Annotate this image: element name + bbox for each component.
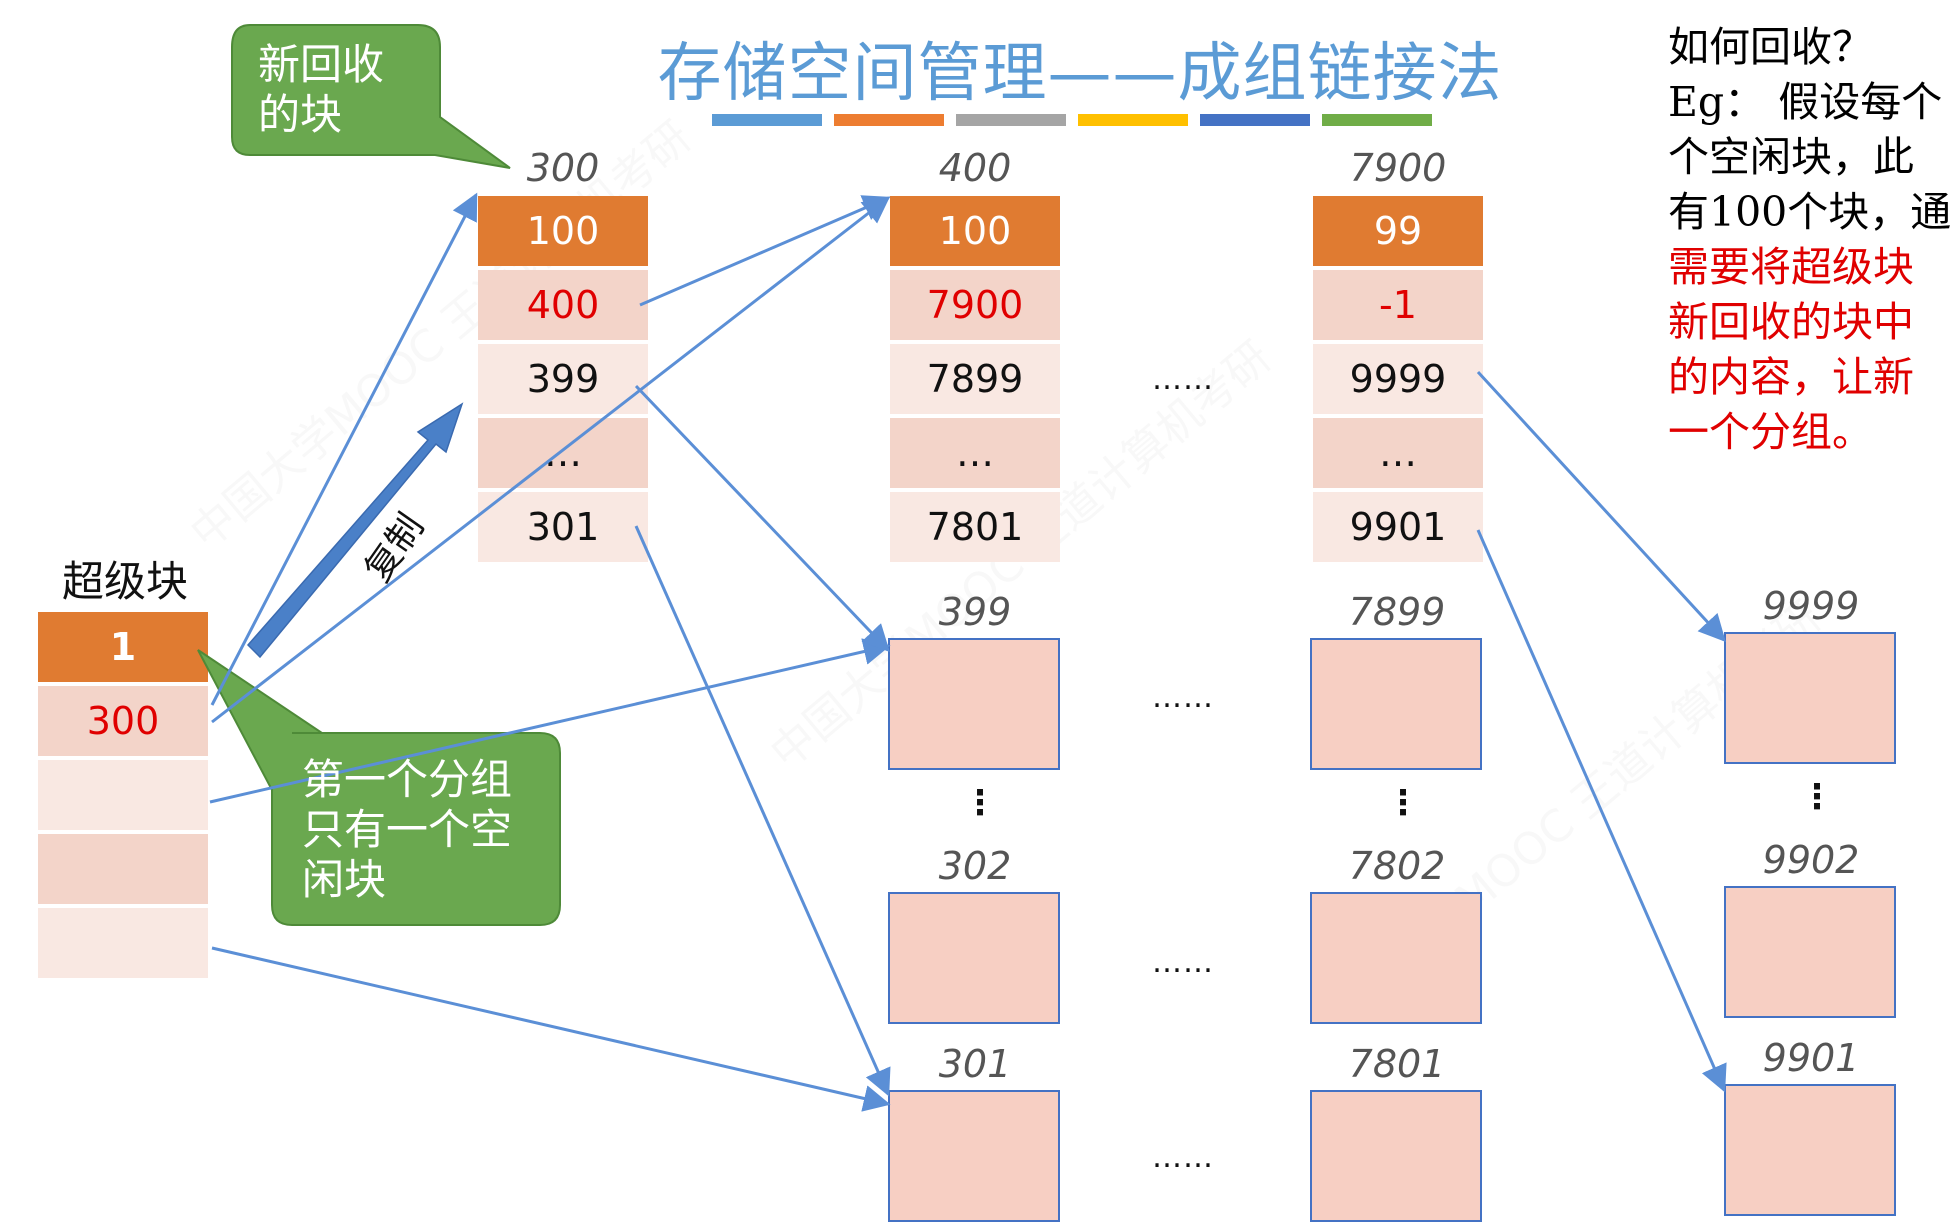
superblock-label: 超级块 <box>62 557 189 606</box>
group-cell: 100 <box>890 196 1060 266</box>
pointer-arrow <box>634 525 891 1097</box>
title-bar-1 <box>712 114 822 126</box>
title-bar-6 <box>1322 114 1432 126</box>
group-cell: 7801 <box>890 492 1060 562</box>
page-title: 存储空间管理——成组链接法 <box>657 37 1503 111</box>
group-cell: 7899 <box>890 344 1060 414</box>
pointer-arrow <box>211 946 891 1112</box>
callout-new-block-shape <box>231 24 511 169</box>
free-block <box>1724 632 1896 764</box>
group-block-number: 7900 <box>1349 146 1447 190</box>
free-block-number: 399 <box>938 590 1012 634</box>
ellipsis: …… <box>1152 680 1214 715</box>
free-block <box>1310 638 1482 770</box>
group-cell: 99 <box>1313 196 1483 266</box>
free-block <box>1724 886 1896 1018</box>
free-block <box>1310 892 1482 1024</box>
group-block-number: 400 <box>938 146 1012 190</box>
side-explanation: 如何回收？ Eg： 假设每个 个空闲块，此 有100个块，通 需要将超级块 新回… <box>1668 23 1951 456</box>
superblock-cell: 300 <box>38 686 208 756</box>
free-block <box>1724 1084 1896 1216</box>
group-cell: 301 <box>478 492 648 562</box>
group-cell: 9999 <box>1313 344 1483 414</box>
pointer-arrow <box>211 196 891 724</box>
free-block-number: 7899 <box>1348 590 1446 634</box>
pointer-arrow <box>210 192 478 706</box>
callout-first-group-shape <box>197 649 561 926</box>
pointer-arrow <box>209 638 891 804</box>
group-block-number: 300 <box>526 146 600 190</box>
ellipsis: …… <box>1152 945 1214 980</box>
title-bar-2 <box>834 114 944 126</box>
callout-first-group: 第一个分组 只有一个空 闲块 <box>302 755 513 904</box>
copy-arrow <box>246 402 464 659</box>
pointer-arrow <box>1476 370 1726 642</box>
superblock-cell: 1 <box>38 612 208 682</box>
pointer-arrow <box>639 195 891 307</box>
free-block-number: 301 <box>938 1042 1012 1086</box>
free-block-number: 7801 <box>1348 1042 1446 1086</box>
group-cell: … <box>478 418 648 488</box>
free-block <box>888 892 1060 1024</box>
pointer-arrow <box>634 384 890 652</box>
group-cell: 100 <box>478 196 648 266</box>
callout-new-block: 新回收 的块 <box>258 40 385 139</box>
ellipsis: …… <box>1152 362 1214 397</box>
group-cell: … <box>890 418 1060 488</box>
title-bar-3 <box>956 114 1066 126</box>
title-bar-5 <box>1200 114 1310 126</box>
free-block <box>888 638 1060 770</box>
free-block <box>888 1090 1060 1222</box>
pointer-arrow <box>1476 529 1727 1093</box>
superblock-cell <box>38 908 208 978</box>
ellipsis: …… <box>1152 1140 1214 1175</box>
group-cell: 399 <box>478 344 648 414</box>
free-block-number: 302 <box>938 844 1012 888</box>
free-block-number: 9999 <box>1762 584 1860 628</box>
superblock-cell <box>38 760 208 830</box>
superblock-cell <box>38 834 208 904</box>
free-block-number: 9902 <box>1762 838 1860 882</box>
group-cell: 400 <box>478 270 648 340</box>
free-block-number: 7802 <box>1348 844 1446 888</box>
group-cell: 9901 <box>1313 492 1483 562</box>
group-cell: -1 <box>1313 270 1483 340</box>
free-block <box>1310 1090 1482 1222</box>
free-block-number: 9901 <box>1762 1036 1860 1080</box>
group-cell: 7900 <box>890 270 1060 340</box>
group-cell: … <box>1313 418 1483 488</box>
title-bar-4 <box>1078 114 1188 126</box>
